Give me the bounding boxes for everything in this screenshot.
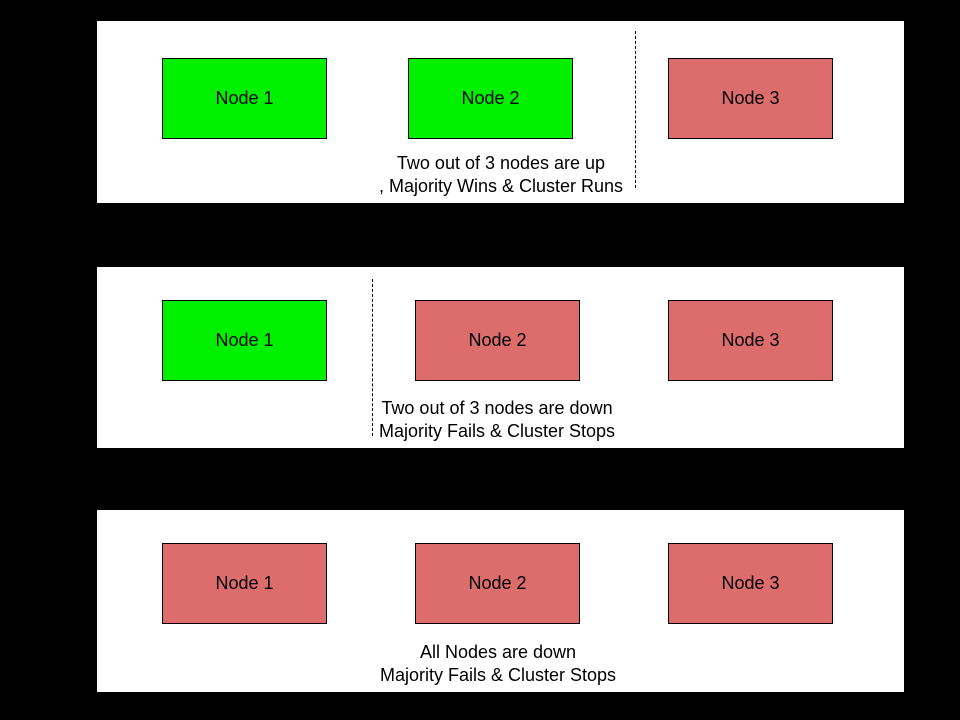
- node-label: Node 3: [721, 330, 780, 350]
- node-label: Node 1: [215, 88, 274, 108]
- caption-line-2: Majority Fails & Cluster Stops: [379, 665, 617, 685]
- caption-line-1: Two out of 3 nodes are up: [396, 153, 606, 173]
- panel-caption: Two out of 3 nodes are up , Majority Win…: [331, 152, 671, 198]
- node-label: Node 2: [468, 330, 527, 350]
- node-label: Node 3: [721, 573, 780, 593]
- panel-all-nodes-down: Node 1 Node 2 Node 3 All Nodes are down …: [96, 509, 905, 693]
- panel-two-nodes-up: Node 1 Node 2 Node 3 Two out of 3 nodes …: [96, 20, 905, 204]
- node-label: Node 1: [215, 573, 274, 593]
- caption-line-2: Majority Fails & Cluster Stops: [378, 421, 616, 441]
- panel-two-nodes-down: Node 1 Node 2 Node 3 Two out of 3 nodes …: [96, 266, 905, 449]
- node-box-3: Node 3: [668, 300, 833, 381]
- node-box-3: Node 3: [668, 58, 833, 139]
- panel-caption: Two out of 3 nodes are down Majority Fai…: [327, 397, 667, 443]
- node-label: Node 2: [461, 88, 520, 108]
- node-label: Node 3: [721, 88, 780, 108]
- caption-line-1: Two out of 3 nodes are down: [381, 398, 613, 418]
- panel-caption: All Nodes are down Majority Fails & Clus…: [328, 641, 668, 687]
- node-label: Node 2: [468, 573, 527, 593]
- caption-line-1: All Nodes are down: [419, 642, 577, 662]
- node-box-1: Node 1: [162, 543, 327, 624]
- node-box-1: Node 1: [162, 300, 327, 381]
- node-box-2: Node 2: [408, 58, 573, 139]
- node-box-2: Node 2: [415, 300, 580, 381]
- node-box-3: Node 3: [668, 543, 833, 624]
- node-box-2: Node 2: [415, 543, 580, 624]
- partition-dashed-line: [635, 31, 636, 188]
- node-box-1: Node 1: [162, 58, 327, 139]
- caption-line-2: , Majority Wins & Cluster Runs: [378, 176, 624, 196]
- node-label: Node 1: [215, 330, 274, 350]
- partition-dashed-line: [372, 279, 373, 436]
